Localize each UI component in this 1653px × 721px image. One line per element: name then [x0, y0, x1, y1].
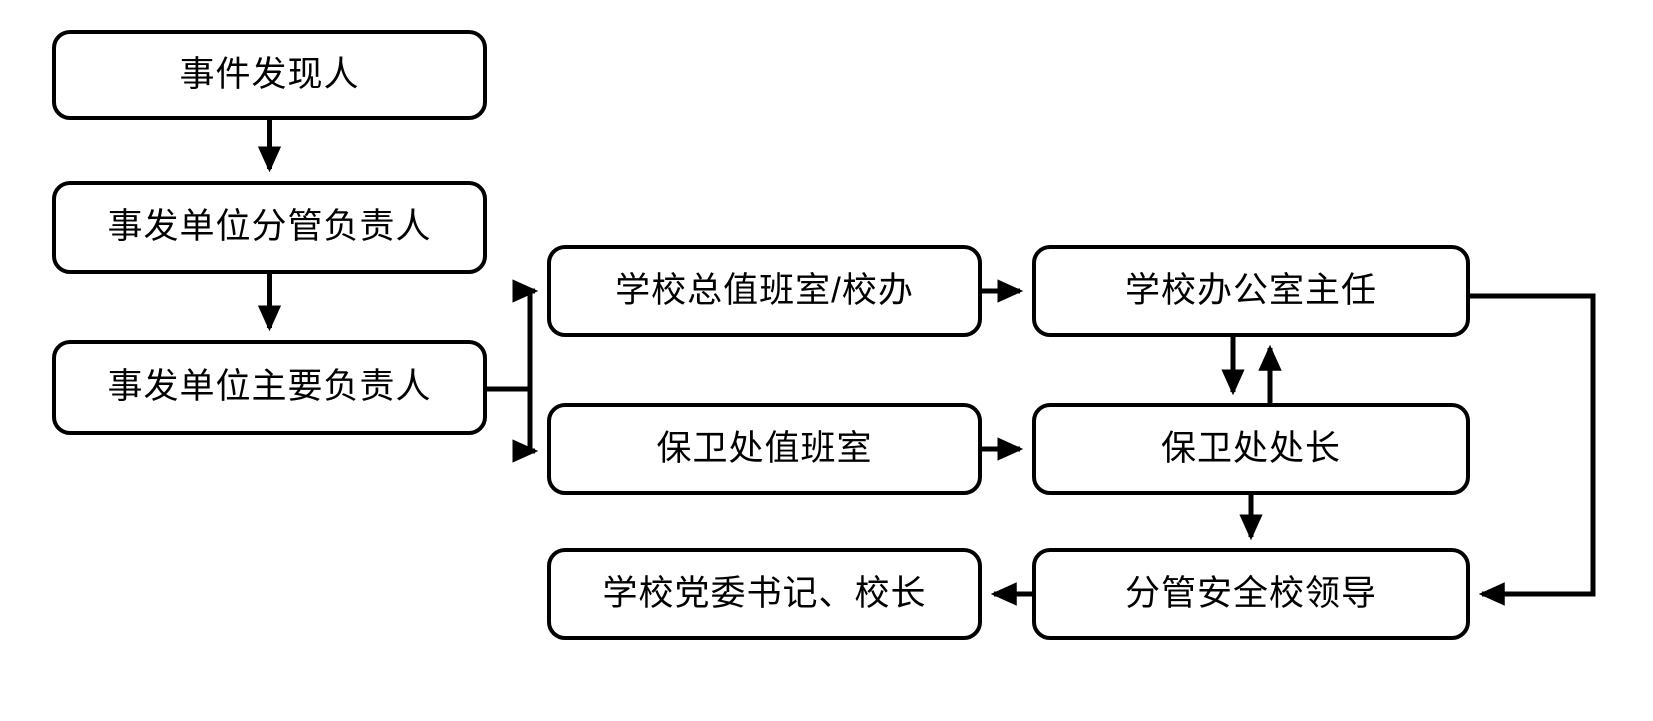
node-office-director[interactable]: 学校办公室主任 [1032, 245, 1470, 337]
node-office-director-label: 学校办公室主任 [1124, 270, 1377, 310]
node-party-secretary-president-label: 学校党委书记、校长 [602, 573, 927, 613]
node-security-duty-room[interactable]: 保卫处值班室 [547, 403, 982, 495]
node-school-duty-office-label: 学校总值班室/校办 [615, 270, 914, 310]
node-unit-chief-label: 事发单位主要负责人 [107, 367, 432, 407]
node-safety-school-leader-label: 分管安全校领导 [1124, 573, 1377, 613]
edge-office-director-loop-to-safety-school-leader [1470, 293, 1596, 606]
node-discoverer[interactable]: 事件发现人 [52, 30, 487, 120]
node-security-chief-label: 保卫处处长 [1160, 428, 1341, 468]
node-school-duty-office[interactable]: 学校总值班室/校办 [547, 245, 982, 337]
node-security-chief[interactable]: 保卫处处长 [1032, 403, 1470, 495]
node-security-duty-room-label: 保卫处值班室 [656, 428, 873, 468]
node-unit-chief[interactable]: 事发单位主要负责人 [52, 340, 487, 435]
node-safety-school-leader[interactable]: 分管安全校领导 [1032, 548, 1470, 640]
node-unit-deputy-label: 事发单位分管负责人 [107, 207, 432, 247]
node-party-secretary-president[interactable]: 学校党委书记、校长 [547, 548, 982, 640]
node-discoverer-label: 事件发现人 [179, 54, 360, 94]
node-unit-deputy[interactable]: 事发单位分管负责人 [52, 181, 487, 274]
